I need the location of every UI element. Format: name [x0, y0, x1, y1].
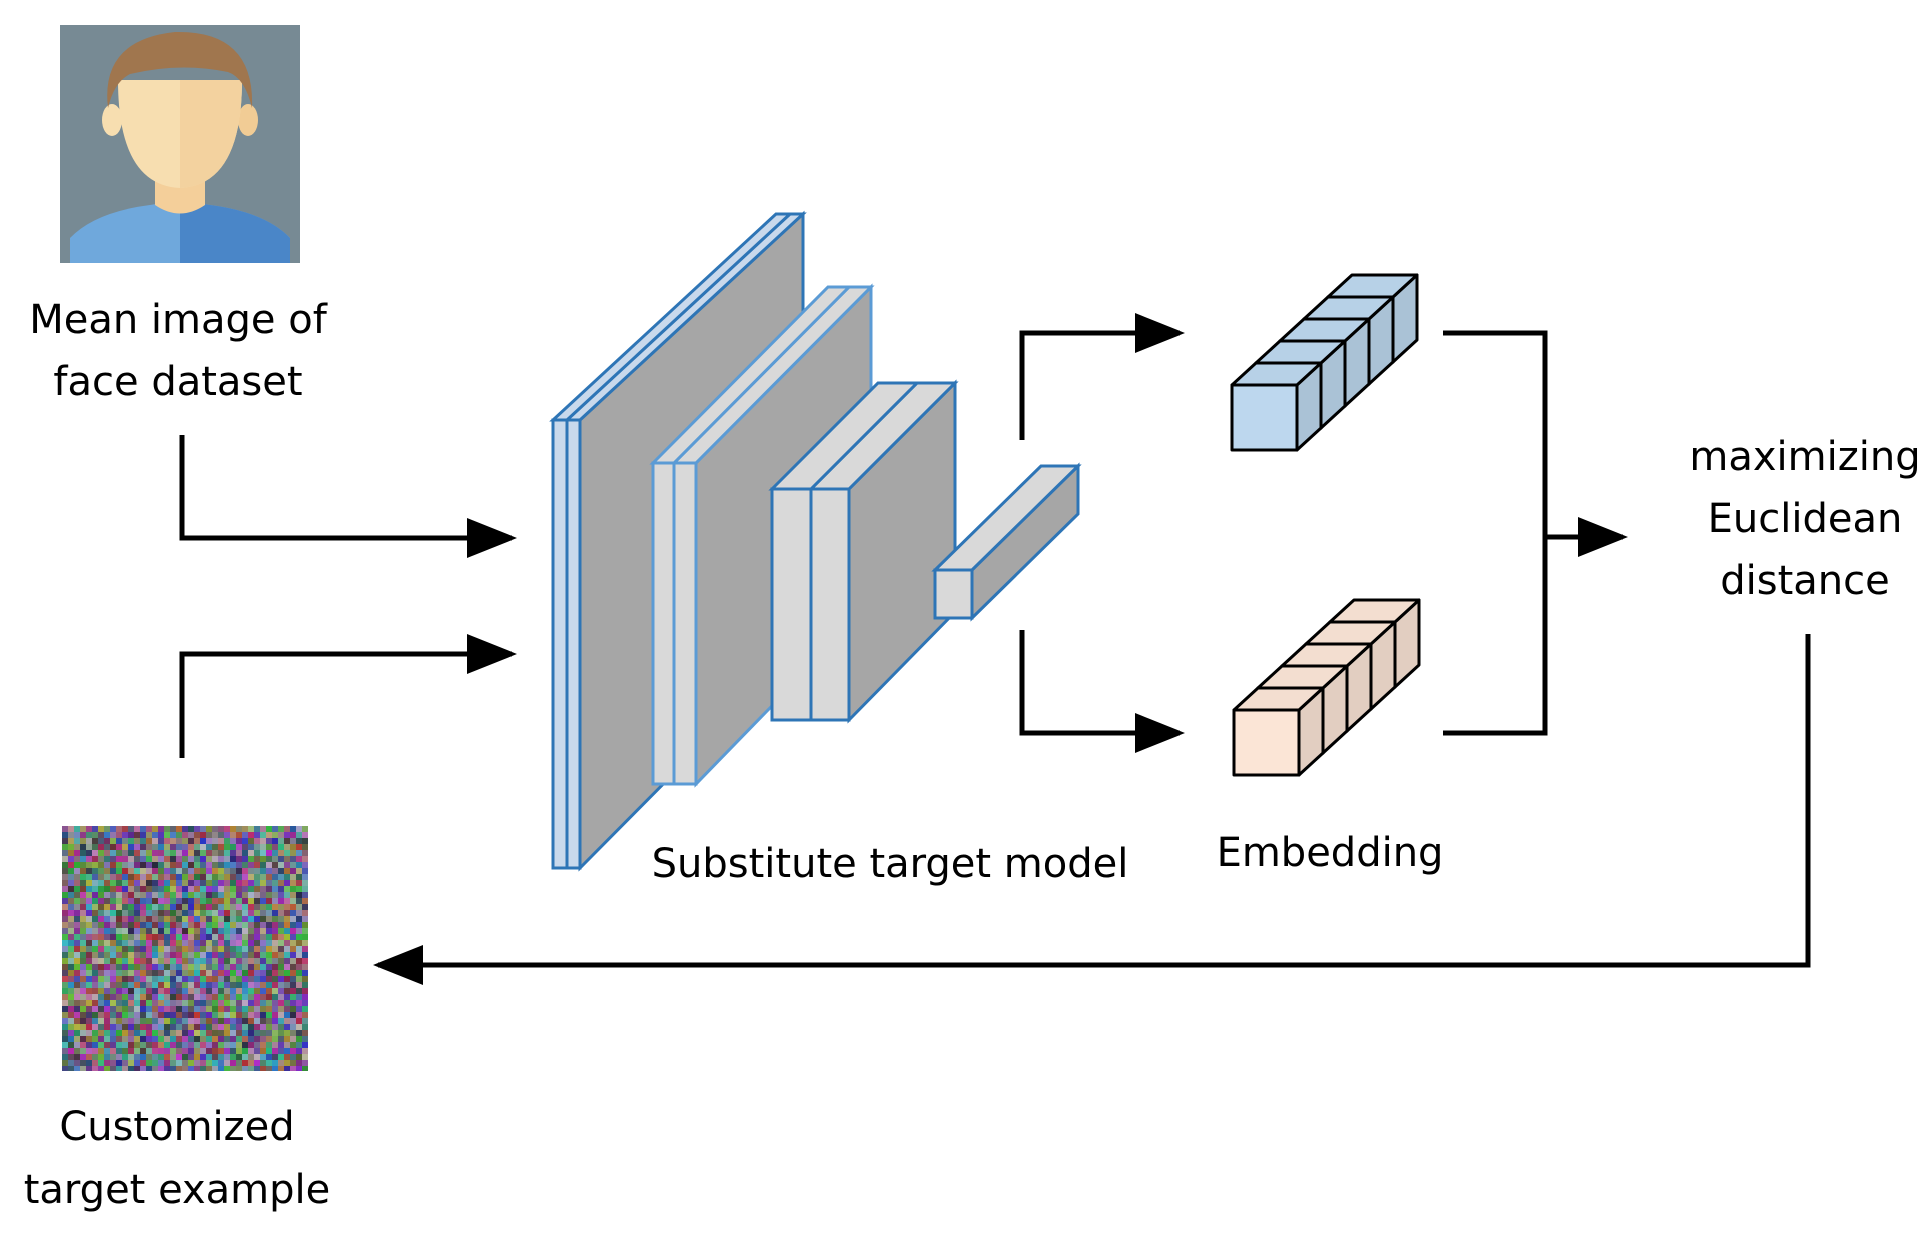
- objective-label-line3: distance: [1720, 558, 1890, 604]
- noise-pattern: [62, 826, 308, 1071]
- embedding-arrow-bottom: [1019, 630, 1185, 753]
- cnn-layer-3: [768, 379, 959, 724]
- embedding-arrow-top: [1019, 313, 1185, 440]
- avatar-hair: [107, 31, 253, 109]
- embedding-label: Embedding: [1217, 830, 1444, 876]
- cnn-layer-fc: [931, 462, 1082, 622]
- objective-label-line1: maximizing: [1689, 434, 1920, 480]
- mean-image-arrow: [179, 435, 517, 558]
- embedding-vector-top: [1230, 273, 1419, 452]
- mean-image-label-line1: Mean image of: [29, 297, 327, 343]
- embedding-cell: [1232, 708, 1301, 777]
- objective-label-line2: Euclidean: [1708, 496, 1903, 542]
- customized-label-line1: Customized: [59, 1104, 294, 1150]
- feedback-arrow: [373, 634, 1811, 985]
- substitute-target-model: [549, 210, 1082, 872]
- merge-bracket: [1443, 330, 1548, 736]
- embedding-cell: [1230, 383, 1299, 452]
- model-label: Substitute target model: [652, 841, 1129, 887]
- customized-label-line2: target example: [24, 1167, 331, 1213]
- mean-image-label-line2: face dataset: [53, 359, 302, 405]
- embedding-vector-bottom: [1232, 598, 1421, 777]
- mean-face-image: [60, 25, 300, 263]
- customized-target-image: [62, 826, 308, 1071]
- custom-image-arrow: [179, 634, 517, 758]
